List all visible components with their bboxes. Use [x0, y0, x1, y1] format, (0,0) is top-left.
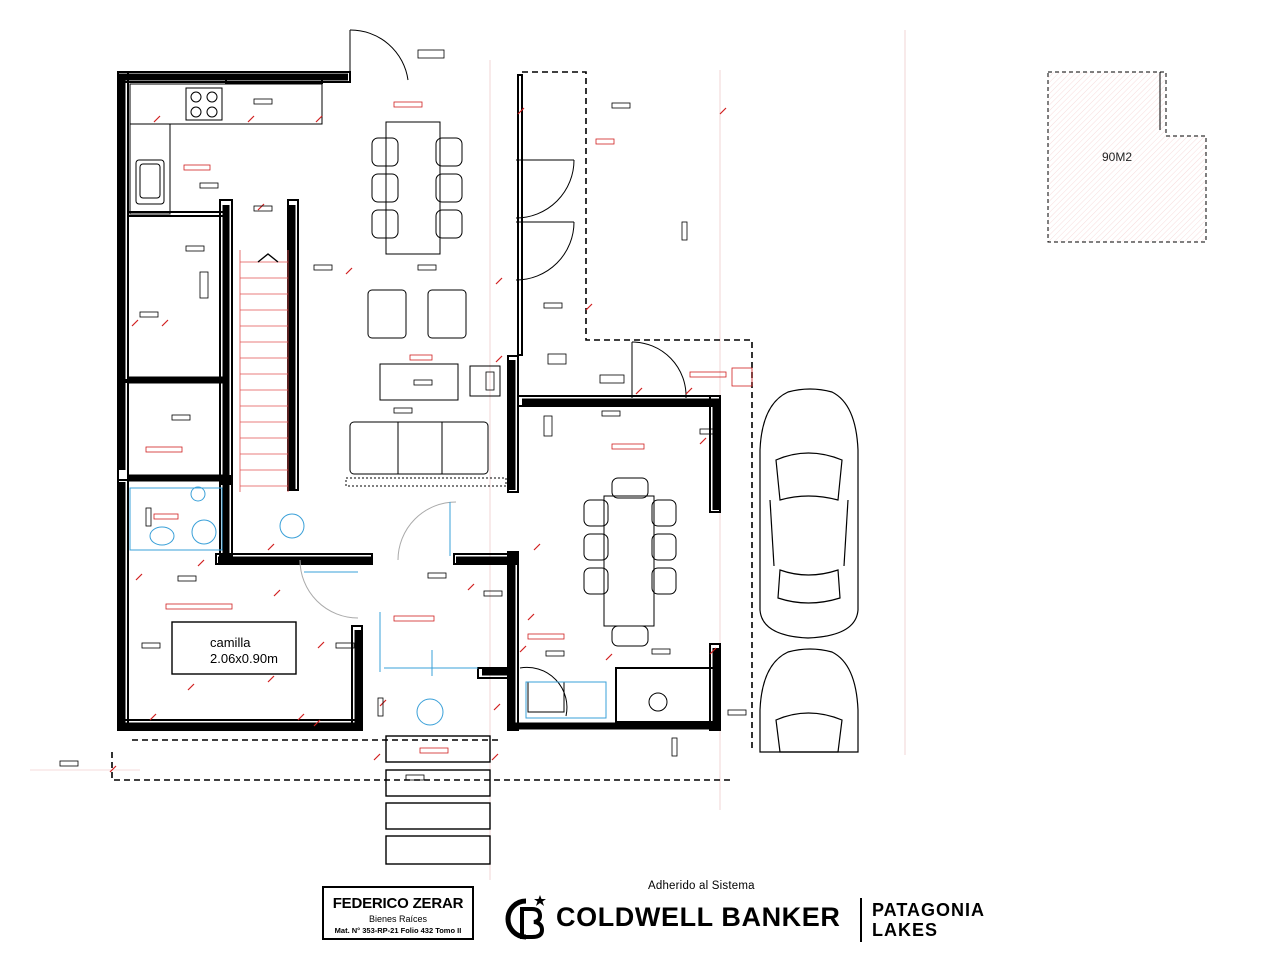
camilla-bed [171, 621, 297, 675]
agent-subtitle: Bienes Raíces [368, 914, 428, 924]
agent-name: FEDERICO ZERAR [332, 895, 464, 912]
partner-line-1: PATAGONIA [872, 900, 985, 920]
dining-table-top [371, 121, 463, 255]
dining-table-bottom [527, 477, 677, 713]
room-label: camilla 2.06x0.90m [210, 635, 278, 667]
bathroom-fixtures [129, 486, 607, 726]
entrance-steps [385, 735, 491, 865]
car-bottom [759, 648, 859, 753]
agent-registration: Mat. N° 353-RP-21 Folio 432 Tomo II [334, 926, 462, 935]
dimension-ticks [109, 107, 727, 773]
area-label: 90M2 [1102, 150, 1133, 164]
exterior-walls [118, 73, 720, 730]
dashed-outlines [111, 71, 753, 781]
car-top [759, 388, 859, 639]
adherido-label: Adherido al Sistema [648, 880, 755, 892]
stair-arrow-icon [257, 253, 279, 263]
agent-stamp: FEDERICO ZERAR Bienes Raíces Mat. N° 353… [322, 886, 474, 940]
area-block [1047, 71, 1207, 243]
kitchen-fixtures [129, 83, 323, 215]
living-furniture [345, 289, 507, 487]
partner-line-2: LAKES [872, 920, 939, 940]
coldwell-banker-logo-icon [505, 895, 546, 940]
brand-divider [860, 898, 862, 942]
brand-name: COLDWELL BANKER [556, 902, 841, 932]
staircase [239, 250, 289, 492]
measurement-marks [59, 49, 747, 781]
room-label-line-2: 2.06x0.90m [210, 651, 278, 666]
room-label-line-1: camilla [210, 635, 251, 650]
doors [299, 29, 687, 717]
red-annotations [145, 101, 753, 754]
